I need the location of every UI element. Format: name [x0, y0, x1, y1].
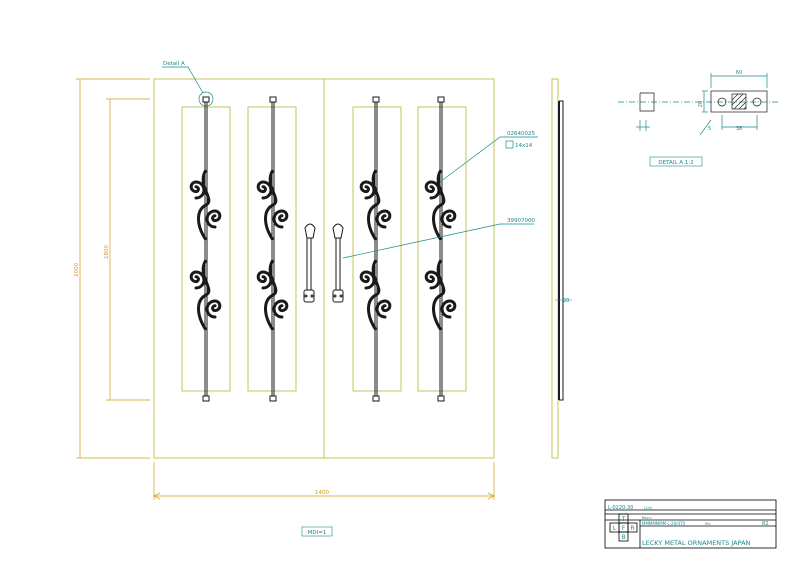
- dim-detail-spacing: 38: [736, 126, 742, 132]
- grid-letter-left: L: [613, 525, 617, 532]
- detail-label-box: [649, 156, 703, 167]
- main-scale-label: MDI=1: [308, 530, 327, 536]
- callout-part-1-code: 02640025: [507, 131, 535, 137]
- dim-side-thickness: 20: [563, 298, 569, 304]
- callout-detail-a: Detail A: [163, 61, 185, 67]
- iron-bar: [424, 96, 457, 402]
- grid-letter-front: F: [622, 525, 626, 532]
- callout-part-1-size: 14x14: [515, 143, 533, 149]
- front-dimensions: [76, 78, 495, 500]
- dim-detail-height: 20: [698, 101, 704, 107]
- callout-part-2-code: 39907000: [507, 218, 535, 224]
- dim-total-height: 2000: [74, 263, 80, 277]
- side-frame: [551, 78, 559, 459]
- title-row2-left: Rev.n: [642, 516, 652, 520]
- detail-view-label: DETAIL A 1:2: [658, 160, 693, 166]
- title-drawing-number: L-0220-30: [608, 505, 633, 511]
- iron-bar: [359, 96, 392, 402]
- left-handle: [303, 223, 316, 303]
- dim-panel-height: 1800: [104, 245, 110, 259]
- right-handle: [332, 223, 344, 303]
- grid-letter-bottom: B: [621, 534, 625, 541]
- title-drawing-number-suffix: (2/n): [644, 506, 653, 510]
- dim-total-width: 1400: [315, 490, 329, 496]
- grid-letter-top: T: [621, 516, 626, 523]
- hatch-square-icon: [731, 93, 747, 110]
- grid-letter-right: R: [630, 525, 634, 532]
- callouts: [162, 66, 538, 259]
- scale-label-box: [301, 526, 333, 537]
- circle-callout-icon: [198, 91, 214, 107]
- dim-detail-width: 60: [736, 70, 742, 76]
- detail-a-view: [618, 73, 778, 136]
- dim-detail-left: 5: [708, 126, 711, 132]
- glass-panel-1: [181, 106, 231, 392]
- square-profile-icon: [505, 140, 514, 149]
- title-row3-left: MMMMMMM L-20/470: [642, 521, 686, 526]
- title-company: LECKY METAL ORNAMENTS JAPAN: [642, 539, 751, 547]
- iron-bars: [189, 96, 457, 402]
- title-row3-mid: Pm: [705, 522, 711, 526]
- door-handles: [303, 223, 344, 303]
- iron-bar: [189, 96, 222, 402]
- title-block: [604, 499, 777, 549]
- title-row3-right: R2: [762, 521, 769, 527]
- side-view: [551, 78, 572, 459]
- iron-bar: [256, 96, 289, 402]
